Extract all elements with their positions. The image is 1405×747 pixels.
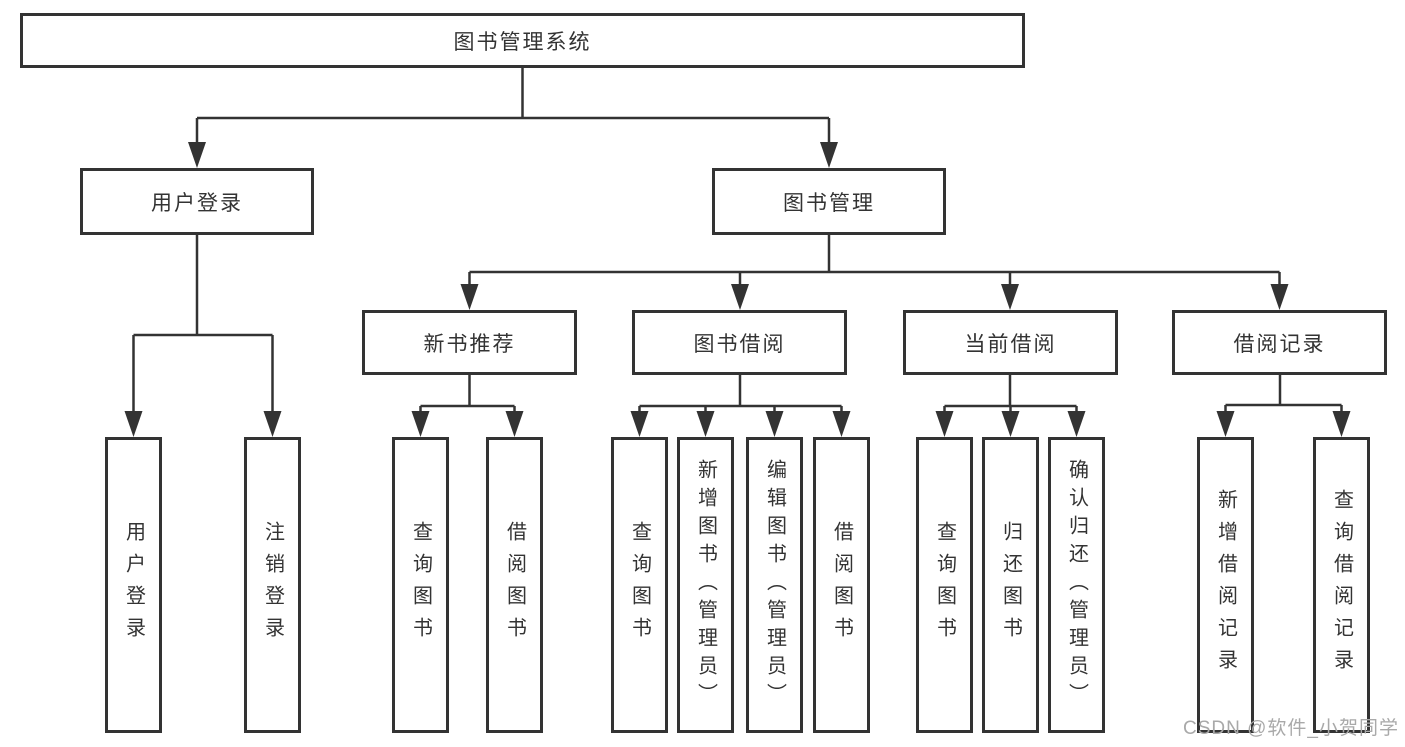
- leaf-edit-books-admin: 编辑图书（管理员）: [746, 437, 803, 733]
- leaf-borrow-books: 借阅图书: [813, 437, 870, 733]
- leaf-return-books-label: 归还图书: [999, 521, 1022, 649]
- arrowhead: [505, 411, 524, 437]
- arrowhead: [765, 411, 784, 437]
- csdn-watermark: CSDN @软件_小贺同学: [1183, 718, 1399, 739]
- arrowhead: [935, 411, 954, 437]
- node-new-book-recommendation: 新书推荐: [362, 310, 577, 375]
- node-book-management-label: 图书管理: [783, 191, 875, 215]
- leaf-add-books-admin-label: 新增图书（管理员）: [694, 459, 717, 711]
- arrowhead: [1067, 411, 1086, 437]
- node-book-borrowing-label: 图书借阅: [693, 332, 786, 356]
- arrowhead: [1001, 411, 1020, 437]
- connector-newbook-to-leaves: [411, 375, 524, 437]
- leaf-add-books-admin: 新增图书（管理员）: [677, 437, 734, 733]
- connector-userlogin-to-leaves: [124, 235, 282, 437]
- leaf-confirm-return-admin-label: 确认归还（管理员）: [1065, 459, 1088, 711]
- node-user-login: 用户登录: [80, 168, 314, 235]
- connector-records-to-leaves: [1216, 375, 1351, 437]
- leaf-query-books-current: 查询图书: [916, 437, 973, 733]
- leaf-query-books-current-label: 查询图书: [933, 521, 956, 649]
- leaf-logout-label: 注销登录: [261, 521, 284, 649]
- arrowhead: [263, 411, 282, 437]
- leaf-query-books-borrow: 查询图书: [611, 437, 668, 733]
- leaf-logout: 注销登录: [244, 437, 301, 733]
- leaf-query-books-recommend-label: 查询图书: [409, 521, 432, 649]
- leaf-add-borrow-record: 新增借阅记录: [1197, 437, 1254, 733]
- arrowhead: [1001, 284, 1019, 310]
- node-book-borrowing: 图书借阅: [632, 310, 847, 375]
- arrowhead: [696, 411, 715, 437]
- node-book-management: 图书管理: [712, 168, 946, 235]
- leaf-query-borrow-record: 查询借阅记录: [1313, 437, 1370, 733]
- leaf-borrow-books-recommend-label: 借阅图书: [503, 521, 526, 649]
- arrowhead: [1216, 411, 1235, 437]
- leaf-edit-books-admin-label: 编辑图书（管理员）: [763, 459, 786, 711]
- node-borrowing-records: 借阅记录: [1172, 310, 1387, 375]
- arrowhead: [832, 411, 851, 437]
- connector-root-to-level2: [188, 68, 838, 168]
- connector-bookmgmt-to-level3: [460, 235, 1289, 310]
- node-user-login-label: 用户登录: [151, 191, 243, 215]
- root-node-label: 图书管理系统: [453, 30, 592, 54]
- node-new-book-recommendation-label: 新书推荐: [423, 332, 516, 356]
- connector-borrow-to-leaves: [630, 375, 851, 437]
- leaf-query-books-borrow-label: 查询图书: [628, 521, 651, 649]
- arrowhead: [411, 411, 430, 437]
- connector-current-to-leaves: [935, 375, 1086, 437]
- arrowhead: [820, 142, 838, 168]
- arrowhead: [460, 284, 479, 310]
- leaf-borrow-books-recommend: 借阅图书: [486, 437, 543, 733]
- root-node-book-management-system: 图书管理系统: [20, 13, 1025, 68]
- arrowhead: [124, 411, 143, 437]
- arrowhead: [731, 284, 749, 310]
- leaf-add-borrow-record-label: 新增借阅记录: [1214, 489, 1237, 681]
- leaf-query-books-recommend: 查询图书: [392, 437, 449, 733]
- node-current-borrowing: 当前借阅: [903, 310, 1118, 375]
- leaf-borrow-books-label: 借阅图书: [830, 521, 853, 649]
- leaf-confirm-return-admin: 确认归还（管理员）: [1048, 437, 1105, 733]
- leaf-return-books: 归还图书: [982, 437, 1039, 733]
- arrowhead: [188, 142, 206, 168]
- arrowhead: [630, 411, 649, 437]
- arrowhead: [1270, 284, 1289, 310]
- leaf-user-login-label: 用户登录: [122, 521, 145, 649]
- node-borrowing-records-label: 借阅记录: [1233, 332, 1326, 356]
- leaf-query-borrow-record-label: 查询借阅记录: [1330, 489, 1353, 681]
- arrowhead: [1332, 411, 1351, 437]
- node-current-borrowing-label: 当前借阅: [964, 332, 1057, 356]
- leaf-user-login: 用户登录: [105, 437, 162, 733]
